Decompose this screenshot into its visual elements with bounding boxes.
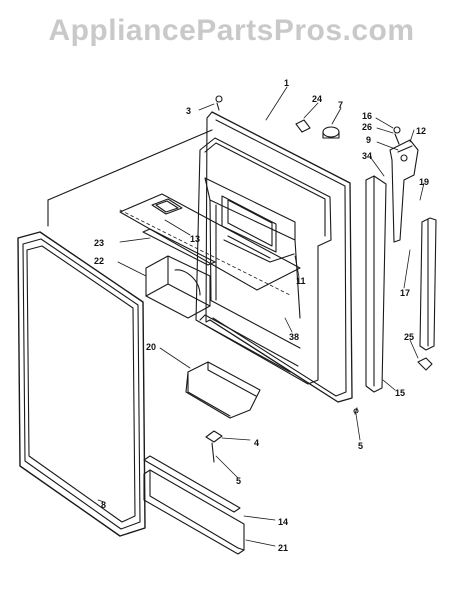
callouts: 1 3 24 7 16 26 9 12 34 19 13 23 22 11 17…: [94, 78, 429, 553]
callout-12: 12: [416, 126, 426, 136]
callout-24: 24: [312, 94, 322, 104]
callout-25: 25: [404, 332, 414, 342]
side-trim: [419, 217, 437, 351]
door-bin: [185, 361, 261, 419]
drip-tray: [151, 198, 183, 215]
callout-23: 23: [94, 238, 104, 248]
callout-11: 11: [296, 276, 306, 286]
chill-bin: [145, 255, 211, 319]
watermark: AppliancePartsPros.com: [48, 14, 415, 47]
callout-4: 4: [254, 438, 259, 448]
callout-14: 14: [278, 517, 288, 527]
cabinet-body: [47, 111, 353, 403]
callout-9: 9: [366, 135, 371, 145]
callout-34: 34: [362, 151, 372, 161]
stop-part: [417, 357, 433, 371]
leader-lines: [97, 86, 425, 547]
callout-3: 3: [186, 106, 191, 116]
callout-13: 13: [190, 234, 200, 244]
callout-19: 19: [419, 177, 429, 187]
leveling-leg: [205, 430, 223, 443]
hinge-bracket: [389, 139, 419, 243]
door-outline: [17, 231, 146, 537]
shelf-strip: [142, 228, 216, 266]
screw-part: [215, 95, 223, 103]
hinge-channel: [365, 175, 387, 393]
callout-22: 22: [94, 256, 104, 266]
cap-part: [322, 126, 340, 138]
callout-5-upper: 5: [358, 441, 363, 451]
callout-5-lower: 5: [236, 476, 241, 486]
callout-15: 15: [395, 388, 405, 398]
callout-21: 21: [278, 543, 288, 553]
callout-16: 16: [362, 111, 372, 121]
hinge-screw: [393, 126, 401, 134]
callout-7: 7: [338, 100, 343, 110]
callout-17: 17: [400, 288, 410, 298]
callout-38: 38: [289, 332, 299, 342]
clip-part: [295, 119, 311, 133]
callout-8: 8: [101, 500, 106, 510]
callout-1: 1: [284, 78, 289, 88]
callout-20: 20: [146, 342, 156, 352]
callout-26: 26: [362, 122, 372, 132]
toe-grille: [143, 455, 245, 555]
